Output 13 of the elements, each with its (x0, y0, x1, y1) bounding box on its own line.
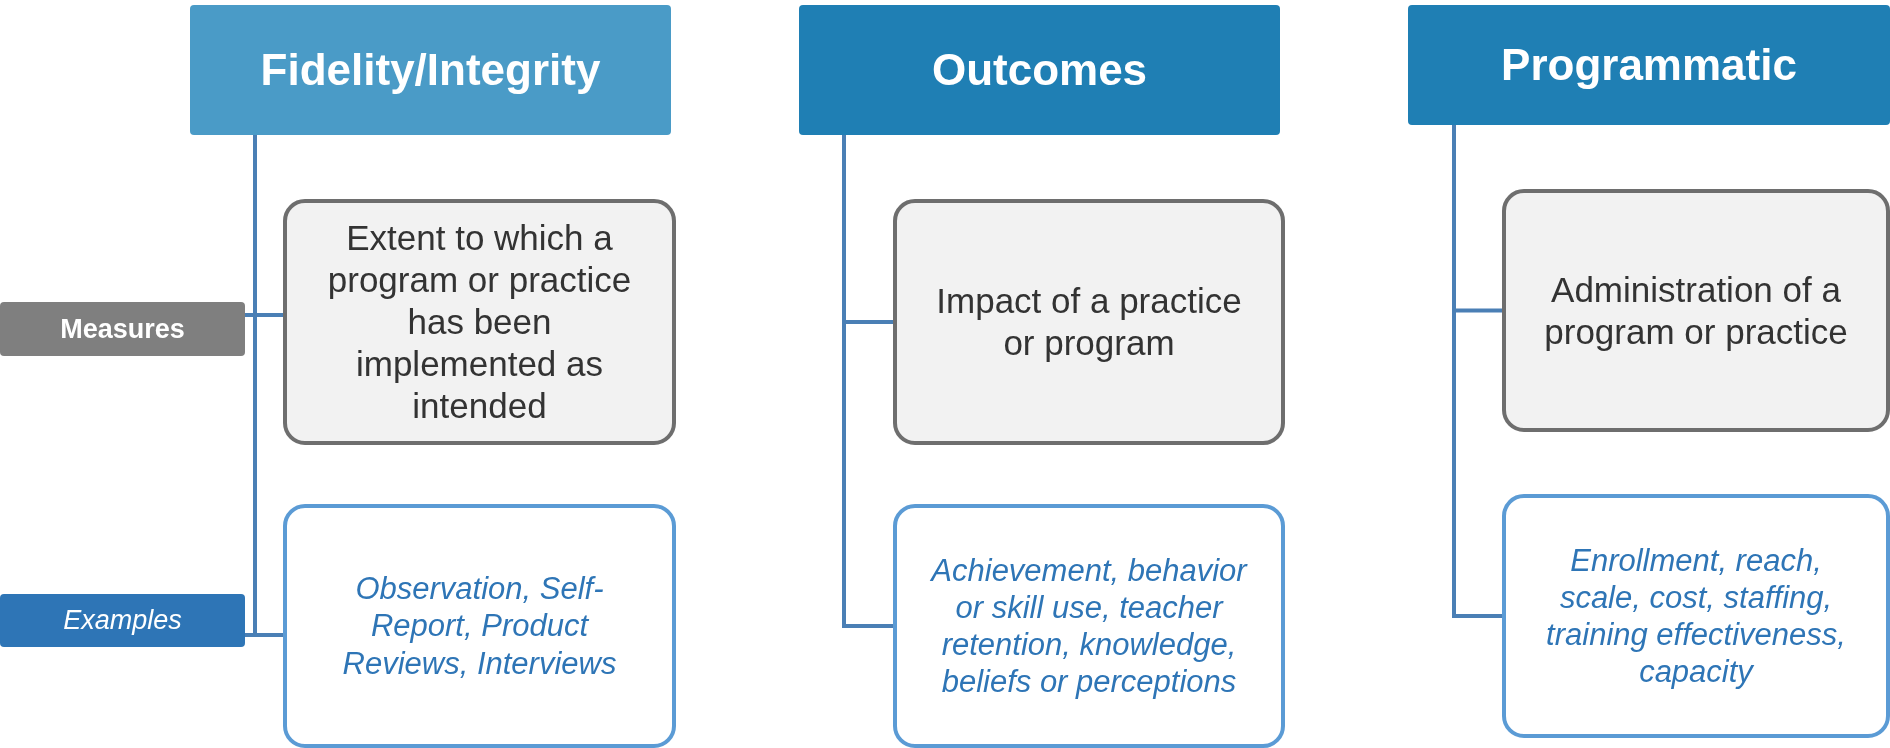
row-label: Measures (0, 302, 245, 356)
definition-box: Administration of a program or practice (1502, 189, 1890, 432)
definition-box: Extent to which a program or practice has been implemented as intended (283, 199, 676, 445)
examples-box: Enrollment, reach, scale, cost, staffing, training effectiveness, capacity (1502, 494, 1890, 738)
definition-box: Impact of a practice or program (893, 199, 1285, 445)
row-label: Examples (0, 594, 245, 647)
category-header: Programmatic (1408, 5, 1890, 125)
connector-line (842, 135, 893, 628)
category-header: Fidelity/Integrity (190, 5, 671, 135)
connector-line (1452, 125, 1502, 618)
category-header: Outcomes (799, 5, 1280, 135)
examples-box: Achievement, behavior or skill use, teacher retention, knowledge, beliefs or perceptions (893, 504, 1285, 748)
examples-box: Observation, Self-Report, Product Reviews, Interviews (283, 504, 676, 748)
